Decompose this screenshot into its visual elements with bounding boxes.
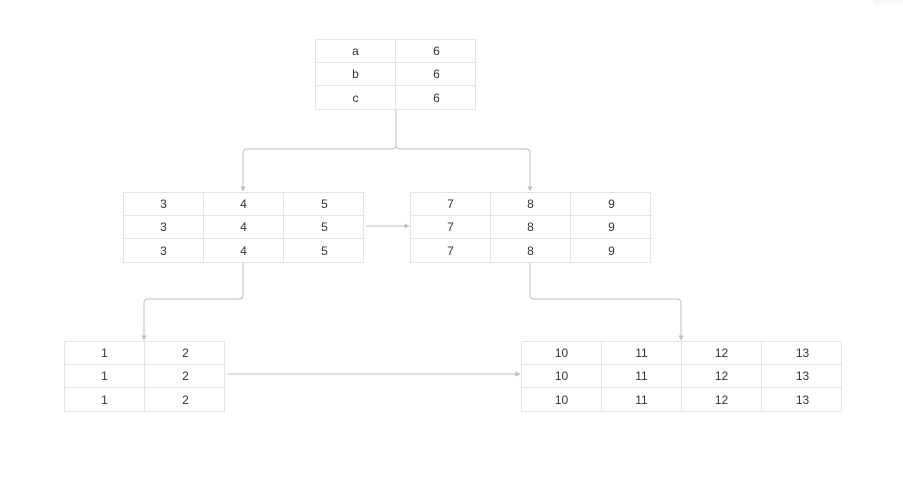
node-cell: 4 <box>204 239 284 262</box>
node-cell: b <box>316 63 396 86</box>
node-cell: 1 <box>65 342 145 365</box>
node-cell: 6 <box>396 63 477 86</box>
edge-root-left <box>240 108 397 192</box>
node-cell: 7 <box>411 193 491 216</box>
node-cell: 5 <box>284 193 365 216</box>
node-leaf-1: 1 2 1 2 1 2 <box>64 341 226 412</box>
node-cell: 1 <box>65 388 145 411</box>
node-cell: 12 <box>682 342 762 365</box>
node-cell: 5 <box>321 243 328 258</box>
node-cell: 4 <box>204 216 284 239</box>
node-left: 3 4 5 3 4 5 3 4 5 <box>123 192 365 263</box>
node-cell: 2 <box>182 392 189 407</box>
node-cell: a <box>316 40 396 63</box>
node-leaf-2: 10 11 12 13 10 11 12 13 10 11 12 13 <box>521 341 843 412</box>
node-cell: 10 <box>522 342 602 365</box>
node-cell: 9 <box>571 216 652 239</box>
node-cell: 3 <box>124 193 204 216</box>
node-cell: 7 <box>411 216 491 239</box>
edge-root-right <box>395 144 533 192</box>
node-cell: c <box>316 86 396 109</box>
node-cell: 3 <box>124 216 204 239</box>
node-cell: 13 <box>795 392 810 407</box>
node-cell: 1 <box>65 365 145 388</box>
node-cell: 8 <box>491 239 571 262</box>
node-cell: 3 <box>124 239 204 262</box>
node-cell: 10 <box>522 365 602 388</box>
node-cell: 10 <box>522 388 602 411</box>
node-cell: 7 <box>411 239 491 262</box>
node-cell: 9 <box>608 243 615 258</box>
node-cell: 13 <box>762 342 843 365</box>
edge-right-leaf-2 <box>529 261 684 341</box>
node-cell: 11 <box>602 342 682 365</box>
node-cell: 5 <box>284 216 365 239</box>
node-cell: 2 <box>145 365 226 388</box>
node-cell: 9 <box>571 193 652 216</box>
node-root: a 6 b 6 c 6 <box>315 39 477 110</box>
node-cell: 12 <box>682 365 762 388</box>
node-cell: 11 <box>602 388 682 411</box>
node-cell: 11 <box>602 365 682 388</box>
node-cell: 6 <box>433 90 440 105</box>
edge-left-leaf-1 <box>141 261 244 341</box>
node-cell: 4 <box>204 193 284 216</box>
node-cell: 13 <box>762 365 843 388</box>
node-cell: 8 <box>491 216 571 239</box>
node-cell: 12 <box>682 388 762 411</box>
node-right: 7 8 9 7 8 9 7 8 9 <box>410 192 652 263</box>
node-cell: 8 <box>491 193 571 216</box>
node-cell: 2 <box>145 342 226 365</box>
corner-decoration <box>873 0 903 6</box>
node-cell: 6 <box>396 40 477 63</box>
